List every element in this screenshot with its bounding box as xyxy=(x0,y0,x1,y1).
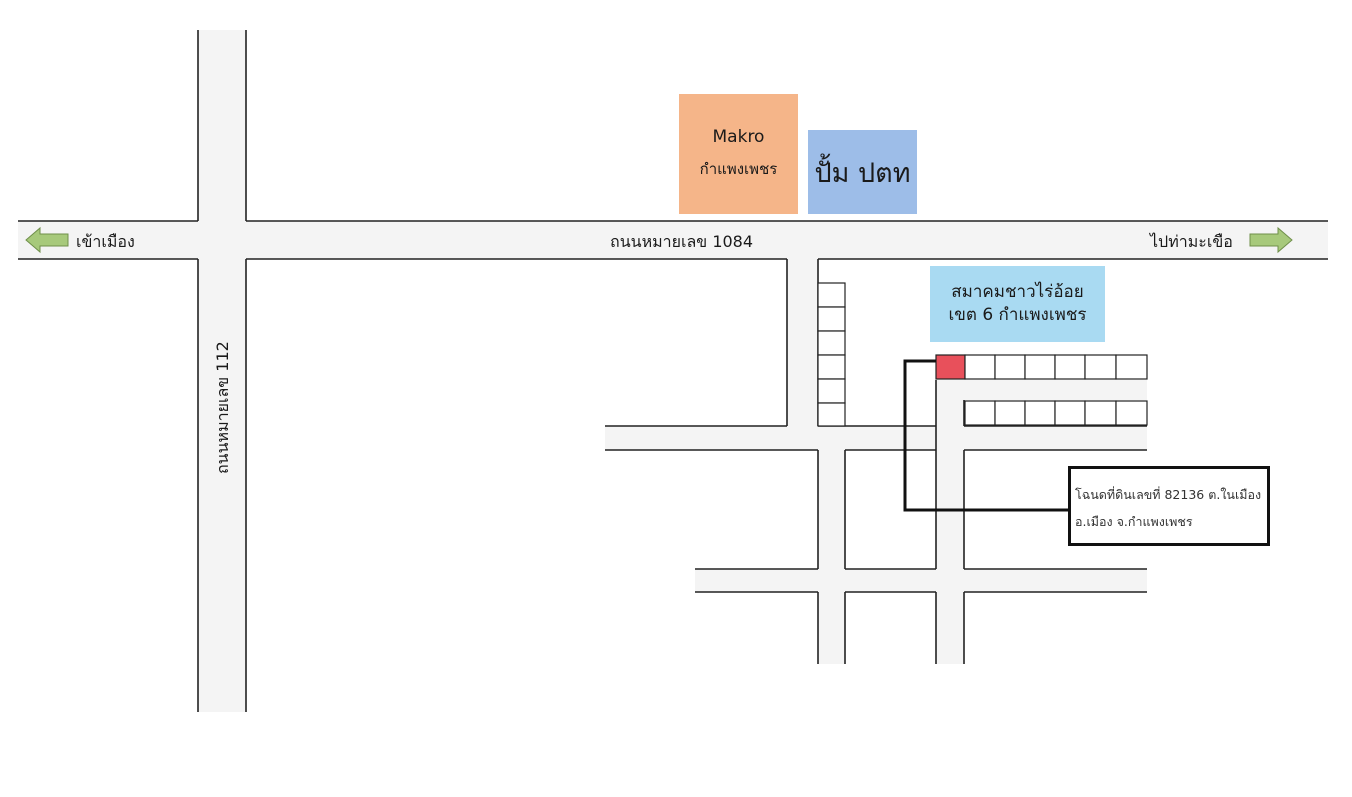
target-parcel[interactable] xyxy=(935,354,966,380)
makro-landmark: Makro กำแพงเพชร xyxy=(679,94,798,214)
ptt-label: ปั้ม ปตท xyxy=(814,157,911,189)
deed-callout: โฉนดที่ดินเลขที่ 82136 ต.ในเมือง อ.เมือง… xyxy=(1068,466,1270,546)
arrow-right-icon xyxy=(1249,226,1293,254)
ptt-station-landmark: ปั้ม ปตท xyxy=(808,130,917,214)
arrow-left-icon xyxy=(25,226,69,254)
lots-row-lower xyxy=(964,400,1148,426)
association-line-1: สมาคมชาวไร่อ้อย xyxy=(951,282,1084,302)
east-direction-label: ไปท่ามะเขือ xyxy=(1148,232,1233,251)
road-112-label: ถนนหมายเลข 112 xyxy=(213,341,232,474)
lots-row-upper xyxy=(935,354,1148,380)
association-line-2: เขต 6 กำแพงเพชร xyxy=(948,305,1087,325)
road-1084-label: ถนนหมายเลข 1084 xyxy=(610,232,753,251)
deed-line-1: โฉนดที่ดินเลขที่ 82136 ต.ในเมือง xyxy=(1075,487,1262,502)
callout-leader-line xyxy=(903,359,1068,512)
makro-name: Makro xyxy=(712,127,765,147)
road-surfaces xyxy=(18,30,1328,712)
deed-line-2: อ.เมือง จ.กำแพงเพชร xyxy=(1075,514,1193,529)
makro-branch: กำแพงเพชร xyxy=(699,160,778,178)
road-edges xyxy=(18,30,1328,712)
lots-column xyxy=(817,282,846,427)
sugarcane-association-landmark: สมาคมชาวไร่อ้อย เขต 6 กำแพงเพชร xyxy=(930,266,1105,342)
west-direction-label: เข้าเมือง xyxy=(76,232,135,251)
